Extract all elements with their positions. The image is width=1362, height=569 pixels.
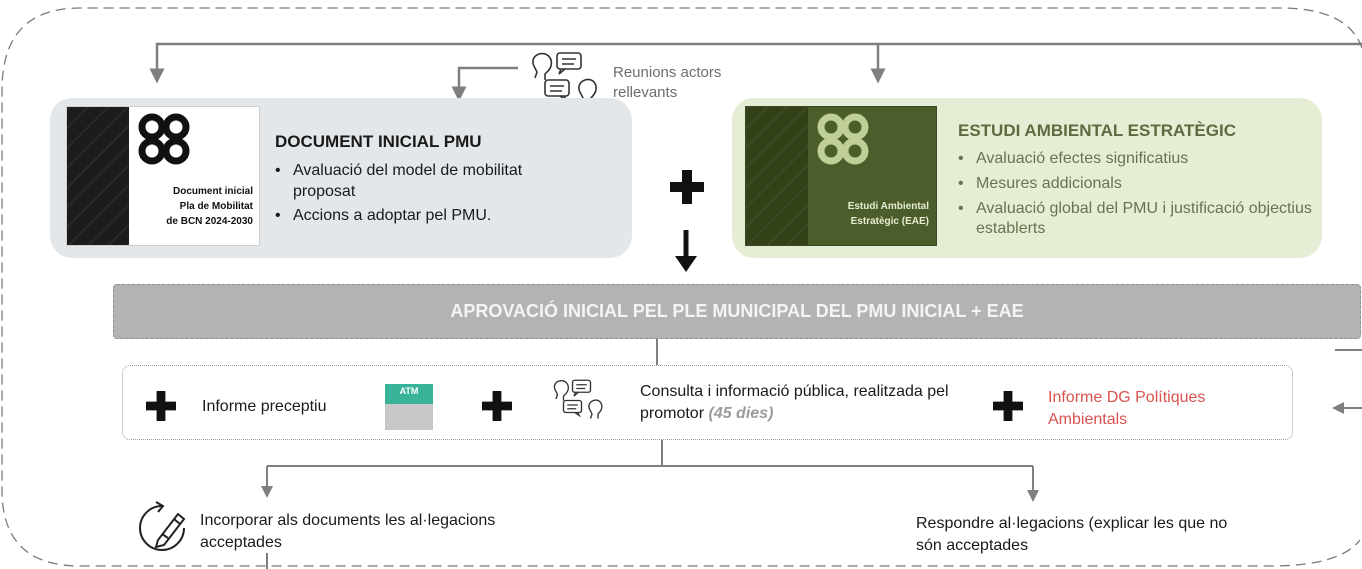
pmu-bullets: Avaluació del model de mobilitat proposa… xyxy=(275,160,575,229)
pmu-bullet: Accions a adoptar pel PMU. xyxy=(275,205,575,226)
eae-cover-line: Estudi Ambiental xyxy=(847,201,929,212)
pmu-bullet: Avaluació del model de mobilitat proposa… xyxy=(275,160,575,202)
approval-bar: APROVACIÓ INICIAL PEL PLE MUNICIPAL DEL … xyxy=(113,284,1361,339)
eae-bullet: Avaluació efectes significatius xyxy=(958,149,1320,169)
pmu-document-cover: Document inicial Pla de Mobilitat de BCN… xyxy=(66,106,260,246)
consulta-days: (45 dies) xyxy=(708,405,774,422)
consulta-main-text: Consulta i informació pública, realitzad… xyxy=(640,383,949,422)
meetings-label: Reunions actors rellevants xyxy=(613,64,722,101)
meeting-arrow xyxy=(451,66,518,102)
down-arrow-head xyxy=(675,256,697,272)
barcelona-logo-icon xyxy=(138,113,190,165)
cover-strip xyxy=(746,107,808,245)
respondre-label: Respondre al·legacions (explicar les que… xyxy=(916,515,1228,554)
eae-title: ESTUDI AMBIENTAL ESTRATÈGIC xyxy=(958,121,1236,140)
plus-icon xyxy=(670,170,704,204)
top-loop-line xyxy=(149,42,1362,84)
eae-bullet: Mesures addicionals xyxy=(958,174,1320,194)
meeting-chat-icon xyxy=(553,379,603,419)
informe-preceptiu-label: Informe preceptiu xyxy=(202,398,327,415)
plus-icon xyxy=(993,391,1023,421)
incorporar-label: Incorporar als documents les al·legacion… xyxy=(200,512,496,551)
pmu-cover-line: Pla de Mobilitat xyxy=(179,201,253,212)
outer-dashed-frame xyxy=(1,7,1362,567)
eae-bullet: Avaluació global del PMU i justificació … xyxy=(958,199,1320,239)
informe-dg-label: Informe DG Polítiques Ambientals xyxy=(1048,389,1206,428)
pmu-cover-line: de BCN 2024-2030 xyxy=(166,216,253,227)
atm-logo: ATM xyxy=(385,384,433,430)
pmu-cover-text: Document inicial Pla de Mobilitat de BCN… xyxy=(166,184,253,229)
consultation-row xyxy=(122,365,1293,440)
plus-icon xyxy=(146,391,176,421)
eae-document-cover: Estudi Ambiental Estratègic (EAE) xyxy=(745,106,937,246)
eae-cover-text: Estudi Ambiental Estratègic (EAE) xyxy=(848,199,929,229)
edit-refresh-icon xyxy=(139,501,186,551)
eae-cover-line: Estratègic (EAE) xyxy=(850,216,929,227)
split-line xyxy=(267,440,1033,467)
eae-bullets: Avaluació efectes significatius Mesures … xyxy=(958,149,1320,244)
pmu-title: DOCUMENT INICIAL PMU xyxy=(275,132,482,151)
meeting-chat-icon xyxy=(532,52,597,105)
plus-icon xyxy=(482,391,512,421)
barcelona-logo-icon xyxy=(817,113,869,165)
pmu-cover-line: Document inicial xyxy=(172,186,253,197)
atm-badge: ATM xyxy=(385,384,433,404)
cover-strip xyxy=(67,107,129,245)
consulta-publica-label: Consulta i informació pública, realitzad… xyxy=(640,381,970,425)
